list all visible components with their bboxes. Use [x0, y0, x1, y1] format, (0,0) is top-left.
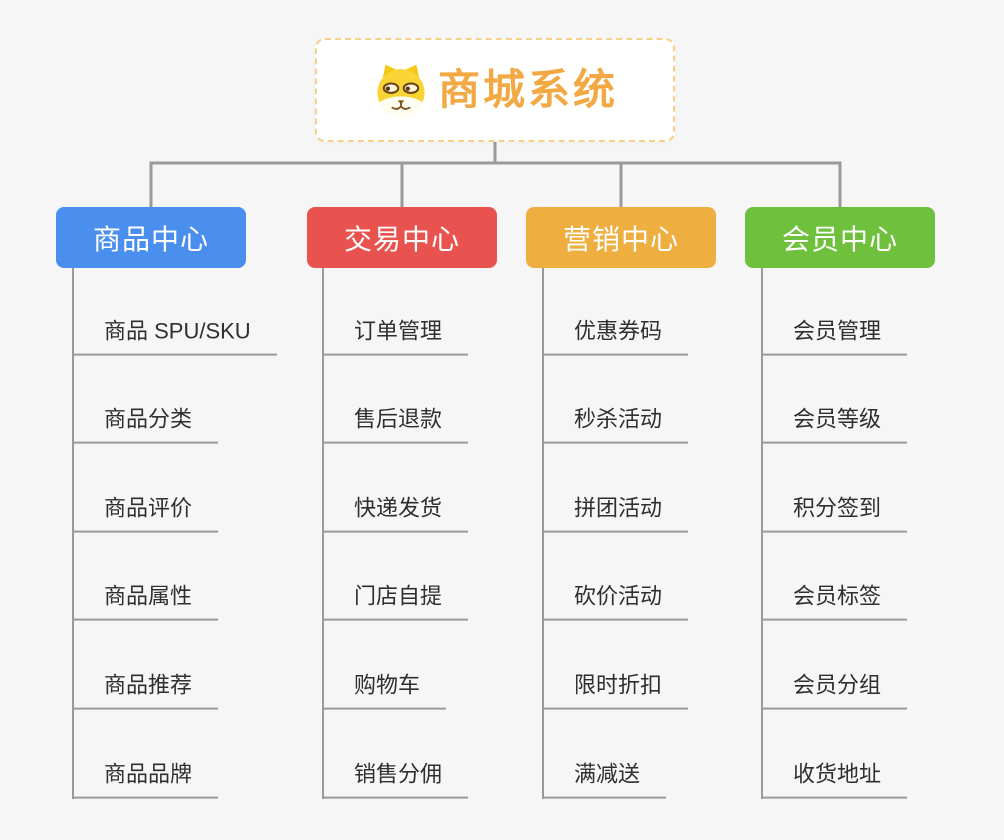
- branch-trunk-line: [542, 268, 544, 799]
- branch-node-member-center[interactable]: 会员中心: [745, 207, 935, 268]
- leaf-node-product-spu-sku[interactable]: 商品 SPU/SKU: [72, 319, 277, 356]
- leaf-node-product-attribute[interactable]: 商品属性: [72, 584, 219, 621]
- leaf-node-bargain-activity[interactable]: 砍价活动: [542, 584, 689, 621]
- leaf-node-full-reduction[interactable]: 满减送: [542, 762, 667, 799]
- leaf-node-order-management[interactable]: 订单管理: [322, 319, 469, 356]
- leaf-node-product-brand[interactable]: 商品品牌: [72, 762, 219, 799]
- branch-trunk-line: [72, 268, 74, 799]
- leaf-node-sales-commission[interactable]: 销售分佣: [322, 762, 469, 799]
- main-horizontal-line: [149, 161, 842, 208]
- leaf-node-product-review[interactable]: 商品评价: [72, 496, 219, 533]
- branch-node-product-center[interactable]: 商品中心: [56, 207, 246, 268]
- root-title: 商城系统: [437, 66, 618, 113]
- leaf-node-aftersale-refund[interactable]: 售后退款: [322, 407, 469, 444]
- leaf-node-points-checkin[interactable]: 积分签到: [761, 496, 908, 533]
- leaf-node-product-recommend[interactable]: 商品推荐: [72, 673, 219, 710]
- leaf-node-express-delivery[interactable]: 快递发货: [322, 496, 469, 533]
- leaf-node-product-category[interactable]: 商品分类: [72, 407, 219, 444]
- branch-node-trade-center[interactable]: 交易中心: [307, 207, 497, 268]
- leaf-node-member-level[interactable]: 会员等级: [761, 407, 908, 444]
- leaf-node-member-management[interactable]: 会员管理: [761, 319, 908, 356]
- root-node[interactable]: 商城系统: [315, 38, 675, 142]
- branch-node-marketing-center[interactable]: 营销中心: [526, 207, 716, 268]
- leaf-node-shipping-address[interactable]: 收货地址: [761, 762, 908, 799]
- leaf-node-coupon-code[interactable]: 优惠券码: [542, 319, 689, 356]
- dog-face-icon: [372, 61, 430, 119]
- branch-trunk-line: [322, 268, 324, 799]
- leaf-node-store-pickup[interactable]: 门店自提: [322, 584, 469, 621]
- leaf-node-shopping-cart[interactable]: 购物车: [322, 673, 447, 710]
- branch-trunk-line: [761, 268, 763, 799]
- leaf-node-flash-sale[interactable]: 秒杀活动: [542, 407, 689, 444]
- leaf-node-member-group[interactable]: 会员分组: [761, 673, 908, 710]
- leaf-node-member-tag[interactable]: 会员标签: [761, 584, 908, 621]
- leaf-node-limited-time-discount[interactable]: 限时折扣: [542, 673, 689, 710]
- leaf-node-group-buy[interactable]: 拼团活动: [542, 496, 689, 533]
